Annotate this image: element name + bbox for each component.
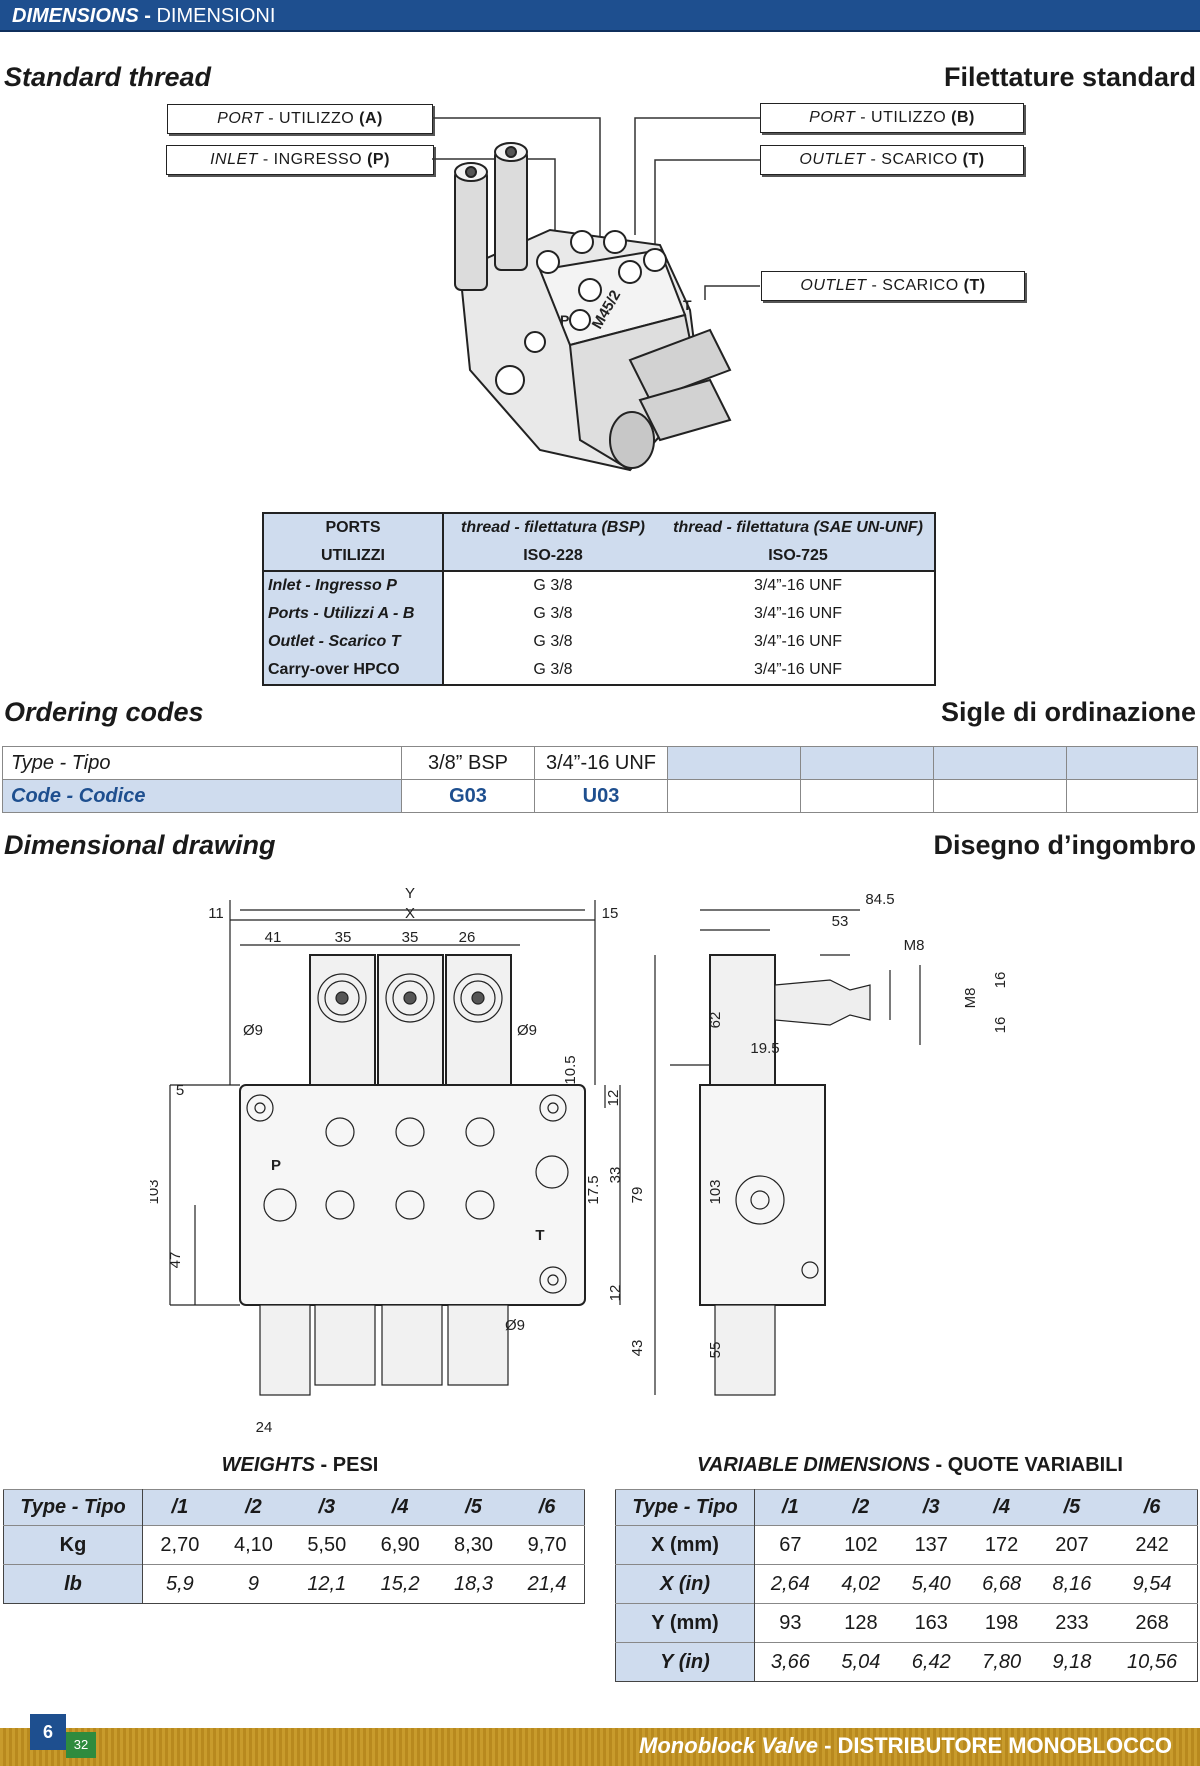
subpage-number: 32 <box>66 1732 96 1758</box>
header-it: DIMENSIONI <box>156 5 276 27</box>
svg-text:35: 35 <box>402 929 419 946</box>
svg-text:16: 16 <box>992 1017 1009 1034</box>
callout-outlet-t1: OUTLET - SCARICO (T) <box>760 145 1024 175</box>
svg-text:55: 55 <box>707 1342 724 1359</box>
drawing-title-it: Disegno d’ingombro <box>933 830 1197 860</box>
svg-text:12: 12 <box>605 1090 622 1107</box>
svg-text:12: 12 <box>607 1285 624 1302</box>
page-number: 6 <box>30 1714 66 1750</box>
svg-text:T: T <box>535 1227 544 1244</box>
svg-text:62: 62 <box>707 1012 724 1029</box>
page-header-bar: DIMENSIONS - DIMENSIONI <box>0 0 1200 32</box>
thread-col1-h1: PORTS <box>263 513 444 542</box>
svg-text:53: 53 <box>832 913 849 930</box>
svg-text:M8: M8 <box>962 988 979 1009</box>
table-row: Carry-over HPCO G 3/8 3/4”-16 UNF <box>263 656 935 685</box>
variable-dims-caption: VARIABLE DIMENSIONS - QUOTE VARIABILI <box>697 1454 1123 1476</box>
svg-text:84.5: 84.5 <box>865 891 894 908</box>
thread-col1-h2: UTILIZZI <box>263 542 444 572</box>
svg-text:16: 16 <box>992 972 1009 989</box>
svg-text:103: 103 <box>150 1179 162 1204</box>
svg-text:11: 11 <box>208 905 224 922</box>
thread-col3-h1: thread - filettatura (SAE UN-UNF) <box>662 513 935 542</box>
ordering-type-label: Type - Tipo <box>2 746 402 780</box>
svg-text:Ø9: Ø9 <box>517 1022 537 1039</box>
weights-caption: WEIGHTS - PESI <box>221 1454 379 1476</box>
table-row: Ports - Utilizzi A - B G 3/8 3/4”-16 UNF <box>263 600 935 628</box>
standard-thread-title: Standard thread <box>4 62 212 92</box>
callout-port-a: PORT - UTILIZZO (A) <box>167 104 433 134</box>
svg-text:26: 26 <box>459 929 476 946</box>
svg-text:Ø9: Ø9 <box>505 1317 525 1334</box>
valve-isometric-illustration: M45/2 P T <box>432 117 760 472</box>
thread-col3-h2: ISO-725 <box>662 542 935 572</box>
svg-text:P: P <box>271 1157 281 1174</box>
footer-title: Monoblock Valve - DISTRIBUTORE MONOBLOCC… <box>639 1733 1172 1758</box>
table-row: Outlet - Scarico T G 3/8 3/4”-16 UNF <box>263 628 935 656</box>
ordering-code-label: Code - Codice <box>2 779 402 813</box>
thread-table: PORTS thread - filettatura (BSP) thread … <box>262 512 936 686</box>
thread-col2-h1: thread - filettatura (BSP) <box>443 513 662 542</box>
svg-text:79: 79 <box>629 1187 646 1204</box>
ordering-title: Ordering codes <box>4 697 204 727</box>
callout-port-b: PORT - UTILIZZO (B) <box>760 103 1024 133</box>
drawing-title: Dimensional drawing <box>4 830 276 860</box>
header-en: DIMENSIONS <box>12 5 139 27</box>
dimensional-drawing: Y X 11 15 41 35 35 26 Ø9 Ø9 Ø9 5 103 47 … <box>150 885 1009 1436</box>
svg-text:5: 5 <box>176 1082 184 1099</box>
svg-text:Y: Y <box>405 885 415 902</box>
thread-col2-h2: ISO-228 <box>443 542 662 572</box>
svg-text:103: 103 <box>707 1179 724 1204</box>
svg-text:Ø9: Ø9 <box>243 1022 263 1039</box>
svg-text:T: T <box>683 297 692 313</box>
svg-text:33: 33 <box>607 1167 624 1184</box>
callout-inlet-p: INLET - INGRESSO (P) <box>166 145 434 175</box>
svg-text:M8: M8 <box>904 937 925 954</box>
header-separator: - <box>144 5 151 27</box>
svg-text:35: 35 <box>335 929 352 946</box>
table-row: Inlet - Ingresso P G 3/8 3/4”-16 UNF <box>263 571 935 600</box>
svg-text:P: P <box>560 312 569 328</box>
svg-text:19.5: 19.5 <box>750 1040 779 1057</box>
ordering-table: Type - Tipo 3/8” BSP 3/4”-16 UNF Code - … <box>2 746 1198 813</box>
svg-text:15: 15 <box>602 905 619 922</box>
svg-text:17.5: 17.5 <box>585 1175 602 1204</box>
footer-bar <box>0 1728 1200 1766</box>
svg-text:10.5: 10.5 <box>562 1055 579 1084</box>
svg-text:X: X <box>405 905 415 922</box>
svg-text:41: 41 <box>265 929 282 946</box>
callout-outlet-t2: OUTLET - SCARICO (T) <box>761 271 1025 301</box>
svg-text:47: 47 <box>167 1252 184 1269</box>
svg-text:43: 43 <box>629 1340 646 1357</box>
standard-thread-title-it: Filettature standard <box>943 62 1196 92</box>
ordering-title-it: Sigle di ordinazione <box>940 697 1196 727</box>
svg-text:24: 24 <box>256 1419 273 1436</box>
